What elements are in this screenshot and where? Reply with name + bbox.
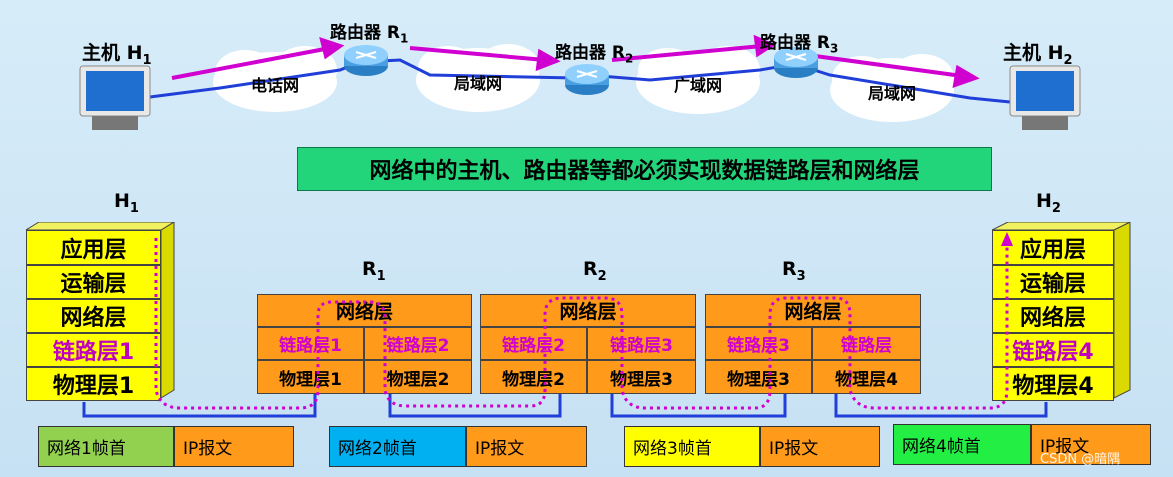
stack-r3-label: R3 [782, 258, 806, 284]
physical-wire [82, 394, 317, 418]
r2-network-layer: 网络层 [480, 294, 696, 327]
cloud-label: 广域网 [673, 76, 722, 95]
frame-header: 网络1帧首 [38, 426, 174, 467]
layer-application-h2: 应用层 [992, 230, 1114, 265]
summary-banner: 网络中的主机、路由器等都必须实现数据链路层和网络层 [297, 147, 992, 191]
r2-physical-layer: 物理层3 [587, 360, 696, 394]
r1-link-layer: 链路层2 [364, 327, 472, 360]
computer-icon [1009, 65, 1081, 130]
router-r3-label: 路由器 R3 [760, 33, 839, 56]
layer-network-h2: 网络层 [992, 299, 1114, 333]
router-r1-label: 路由器 R1 [330, 23, 409, 46]
cloud-label: 局域网 [453, 74, 502, 93]
host-h2-label: 主机 H2 [1003, 42, 1073, 68]
r3-physical-layer: 物理层4 [812, 360, 921, 394]
computer-icon [79, 65, 151, 130]
watermark: CSDN @暗隅 [1040, 452, 1121, 467]
layer-physical-h1: 物理层1 [26, 367, 161, 401]
stack-r1-label: R1 [362, 258, 386, 284]
r1-physical-layer: 物理层1 [257, 360, 364, 394]
frame-payload: IP报文 [1031, 424, 1151, 465]
stack-h2-label: H2 [1036, 190, 1061, 216]
path-arrowhead [1001, 232, 1013, 246]
r3-link-layer: 链路层 [812, 327, 921, 360]
cloud-label: 电话网 [250, 76, 299, 95]
frame-payload: IP报文 [466, 426, 587, 467]
frame-payload: IP报文 [174, 426, 294, 467]
router-icon [344, 45, 388, 76]
physical-wire [388, 394, 562, 418]
cloud-lan-2 [830, 54, 954, 122]
layer-application-h1: 应用层 [26, 230, 161, 265]
host-h1-label: 主机 H1 [82, 42, 152, 68]
layer-network-h1: 网络层 [26, 299, 161, 333]
r2-physical-layer: 物理层2 [480, 360, 587, 394]
layer-link-h1: 链路层1 [26, 333, 161, 367]
layer-transport-h1: 运输层 [26, 265, 161, 299]
router-r2-label: 路由器 R2 [555, 43, 634, 66]
physical-wire [610, 394, 787, 418]
stack-r2-label: R2 [583, 258, 607, 284]
layer-physical-h2: 物理层4 [992, 367, 1114, 401]
frame-header: 网络3帧首 [624, 426, 760, 467]
router-icon [774, 47, 818, 78]
cloud-label: 局域网 [867, 84, 916, 103]
path-overlay [82, 232, 1048, 418]
r1-physical-layer: 物理层2 [364, 360, 472, 394]
frame-header: 网络2帧首 [329, 426, 466, 467]
r1-link-layer: 链路层1 [257, 327, 364, 360]
layer-link-h2: 链路层4 [992, 333, 1114, 367]
h1-stack-depth [26, 222, 175, 399]
data-path-dotted [154, 238, 1009, 410]
topology-svg [79, 34, 1081, 130]
r3-physical-layer: 物理层3 [705, 360, 812, 394]
frame-payload: IP报文 [760, 426, 880, 467]
r2-link-layer: 链路层3 [587, 327, 696, 360]
layer-transport-h2: 运输层 [992, 265, 1114, 299]
physical-wire [834, 394, 1048, 418]
frame-header: 网络4帧首 [893, 424, 1031, 465]
r1-network-layer: 网络层 [257, 294, 472, 327]
r3-link-layer: 链路层3 [705, 327, 812, 360]
packet-path-arrows [171, 34, 980, 89]
r2-link-layer: 链路层2 [480, 327, 587, 360]
router-icon [565, 64, 609, 95]
stack-h1-label: H1 [114, 190, 139, 216]
